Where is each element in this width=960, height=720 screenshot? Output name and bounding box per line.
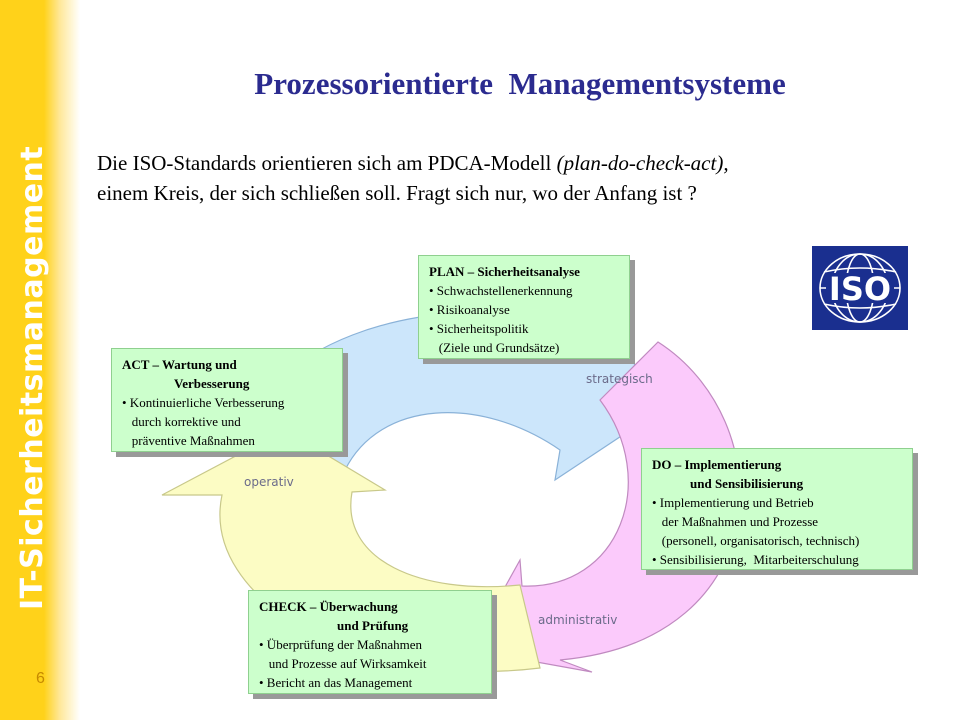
- plan-item: (Ziele und Grundsätze): [429, 340, 560, 355]
- intro-text: Die ISO-Standards orientieren sich am PD…: [97, 148, 917, 208]
- sidebar-band: IT-Sicherheitsmanagement: [0, 0, 80, 720]
- slide-title-part2: Managementsysteme: [508, 66, 786, 101]
- plan-item: • Sicherheitspolitik: [429, 321, 529, 336]
- act-item: durch korrektive und: [122, 414, 241, 429]
- act-heading: ACT – Wartung und: [122, 357, 237, 372]
- act-heading-2: Verbesserung: [174, 376, 250, 391]
- do-item: (personell, organisatorisch, technisch): [652, 533, 860, 548]
- check-item: • Überprüfung der Maßnahmen: [259, 637, 423, 652]
- act-item: präventive Maßnahmen: [122, 433, 255, 448]
- check-box: CHECK – Überwachung und Prüfung • Überpr…: [248, 590, 492, 694]
- label-administrativ: administrativ: [538, 613, 618, 627]
- intro-line-1-italic: (plan-do-check-act),: [556, 151, 729, 175]
- plan-box: PLAN – Sicherheitsanalyse • Schwachstell…: [418, 255, 630, 359]
- check-heading: CHECK – Überwachung: [259, 599, 398, 614]
- label-operativ: operativ: [244, 475, 294, 489]
- intro-line-1: Die ISO-Standards orientieren sich am PD…: [97, 148, 917, 178]
- iso-logo: ISO: [812, 246, 908, 330]
- label-strategisch: strategisch: [586, 372, 653, 386]
- iso-globe-icon: ISO: [819, 253, 901, 323]
- check-item: • Bericht an das Management: [259, 675, 413, 690]
- slide-title-part1: Prozessorientierte: [254, 66, 493, 101]
- do-item: • Implementierung und Betrieb: [652, 495, 814, 510]
- do-box: DO – Implementierung und Sensibilisierun…: [641, 448, 913, 570]
- plan-item: • Risikoanalyse: [429, 302, 510, 317]
- do-heading-2: und Sensibilisierung: [690, 476, 804, 491]
- intro-line-1-plain: Die ISO-Standards orientieren sich am PD…: [97, 151, 557, 175]
- slide-title: Prozessorientierte Managementsysteme: [80, 66, 960, 102]
- check-heading-2: und Prüfung: [337, 618, 409, 633]
- administrative-arrow: [469, 341, 741, 673]
- do-item: • Sensibilisierung, Mitarbeiterschulung: [652, 552, 859, 567]
- act-item: • Kontinuierliche Verbesserung: [122, 395, 285, 410]
- intro-line-2: einem Kreis, der sich schließen soll. Fr…: [97, 181, 697, 205]
- do-heading: DO – Implementierung: [652, 457, 782, 472]
- check-item: und Prozesse auf Wirksamkeit: [259, 656, 427, 671]
- do-item: der Maßnahmen und Prozesse: [652, 514, 819, 529]
- plan-heading: PLAN – Sicherheitsanalyse: [429, 264, 580, 279]
- plan-item: • Schwachstellenerkennung: [429, 283, 573, 298]
- act-box: ACT – Wartung und Verbesserung • Kontinu…: [111, 348, 343, 452]
- iso-logo-text: ISO: [829, 270, 891, 308]
- page-number: 6: [36, 670, 45, 687]
